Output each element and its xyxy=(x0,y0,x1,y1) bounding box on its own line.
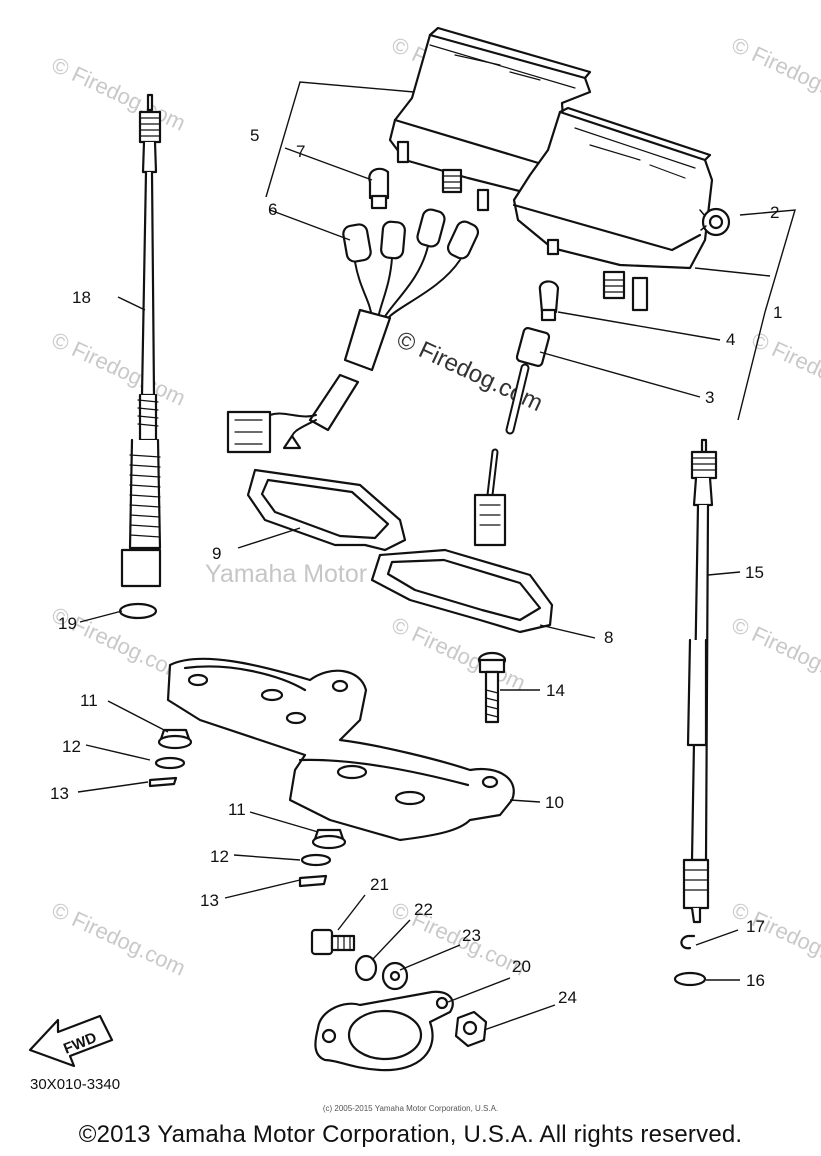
meter-bracket-10 xyxy=(166,657,515,842)
part-label-8: 8 xyxy=(604,628,613,647)
part-label-21: 21 xyxy=(370,875,389,894)
leader-lines xyxy=(77,81,796,1031)
clamp-20 xyxy=(314,990,454,1072)
part-label-11-upper: 11 xyxy=(80,691,98,710)
grommet-11-lower xyxy=(311,828,347,850)
part-label-12-lower: 12 xyxy=(210,847,229,866)
small-copyright: (c) 2005-2015 Yamaha Motor Corporation, … xyxy=(322,1104,499,1113)
watermark-firedog: © Firedog.com xyxy=(48,897,190,981)
washer-22 xyxy=(354,954,378,982)
watermark-firedog: © Firedog.com xyxy=(388,897,530,981)
watermark-firedog: © Firedog.com xyxy=(728,897,821,981)
washer-12-lower xyxy=(300,853,332,867)
bulb-7 xyxy=(368,167,390,210)
part-label-10: 10 xyxy=(545,793,564,812)
part-label-11-lower: 11 xyxy=(228,800,246,819)
cable-15 xyxy=(682,438,718,924)
part-label-24: 24 xyxy=(558,988,577,1007)
wire-harness-6 xyxy=(226,208,480,454)
gasket-8 xyxy=(370,548,554,634)
fwd-arrow-icon xyxy=(28,1014,114,1068)
part-label-1: 1 xyxy=(773,303,782,322)
clip-13-lower xyxy=(298,874,328,888)
drawing-code: 30X010-3340 xyxy=(30,1076,120,1093)
watermark-firedog: © Firedog.com xyxy=(48,52,190,136)
part-label-7: 7 xyxy=(296,142,305,161)
cable-18 xyxy=(120,93,162,588)
gasket-9 xyxy=(246,468,407,552)
parts-drawing xyxy=(28,26,731,1072)
part-label-4: 4 xyxy=(726,330,735,349)
part-label-6: 6 xyxy=(268,200,277,219)
part-label-13-lower: 13 xyxy=(200,891,219,910)
washer-12-upper xyxy=(154,756,186,770)
nut-24 xyxy=(454,1010,488,1048)
part-label-13-upper: 13 xyxy=(50,784,69,803)
main-copyright: ©2013 Yamaha Motor Corporation, U.S.A. A… xyxy=(78,1121,743,1148)
part-label-22: 22 xyxy=(414,900,433,919)
clip-17 xyxy=(680,934,696,950)
washer-19 xyxy=(118,602,158,620)
socket-3 xyxy=(473,327,551,547)
part-labels: 1 2 3 4 5 6 7 8 9 10 11 11 12 12 13 13 1… xyxy=(30,126,782,1093)
clip-13-upper xyxy=(148,776,178,788)
part-label-3: 3 xyxy=(705,388,714,407)
part-label-5: 5 xyxy=(250,126,259,145)
bulb-4 xyxy=(538,280,560,322)
watermark-firedog: © Firedog.com xyxy=(728,612,821,696)
part-label-18: 18 xyxy=(72,288,91,307)
watermark-firedog: © Firedog.com xyxy=(728,32,821,116)
meter-housing-right xyxy=(512,106,731,312)
grommet-11-upper xyxy=(157,728,193,750)
part-label-19: 19 xyxy=(58,614,77,633)
washer-23 xyxy=(381,961,409,991)
meter-housing-left xyxy=(388,26,592,212)
part-label-20: 20 xyxy=(512,957,531,976)
washer-16 xyxy=(673,971,707,987)
bolt-21 xyxy=(310,928,356,956)
part-label-23: 23 xyxy=(462,926,481,945)
part-label-2: 2 xyxy=(770,203,779,222)
part-label-9: 9 xyxy=(212,544,221,563)
bolt-14 xyxy=(477,651,507,724)
watermark-firedog: © Firedog.com xyxy=(48,327,190,411)
part-label-16: 16 xyxy=(746,971,765,990)
part-label-15: 15 xyxy=(745,563,764,582)
part-label-17: 17 xyxy=(746,917,765,936)
part-label-12-upper: 12 xyxy=(62,737,81,756)
part-label-14: 14 xyxy=(546,681,565,700)
